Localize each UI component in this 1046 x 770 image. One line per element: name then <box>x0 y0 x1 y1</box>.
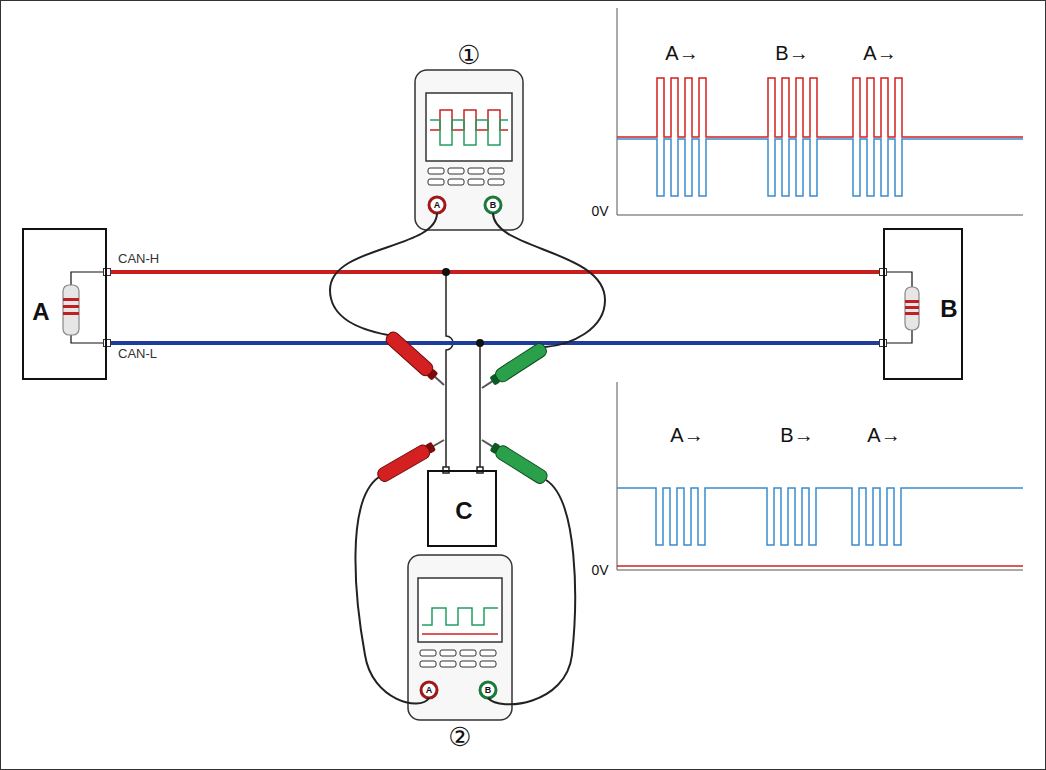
probe <box>478 434 549 486</box>
signal-trace <box>617 488 1023 545</box>
branch-wire <box>443 272 483 473</box>
signal-trace <box>617 139 1023 196</box>
signal-label: B→ <box>775 43 808 63</box>
probe <box>376 434 448 484</box>
can-l-wire <box>107 341 883 345</box>
ecu-box: C <box>427 470 497 547</box>
oscilloscope <box>415 70 523 230</box>
can-l-wire <box>104 340 887 347</box>
jack-label: B <box>490 201 497 210</box>
resistor-symbol <box>63 272 107 343</box>
ecu-box: B <box>883 228 963 380</box>
oscilloscope: ① <box>415 70 523 230</box>
signal-label: A→ <box>670 425 703 445</box>
jack-label: B <box>485 686 492 695</box>
probe <box>478 341 549 394</box>
oscilloscope <box>408 555 512 720</box>
axis-label: 0V <box>591 563 608 577</box>
signal-label: B→ <box>780 425 813 445</box>
signal-label: A→ <box>863 43 896 63</box>
terminal <box>104 340 111 347</box>
signal-trace <box>617 78 1023 137</box>
junction-dot <box>442 268 484 347</box>
node-label: ② <box>448 724 471 750</box>
probe <box>384 330 449 391</box>
can-l-trace <box>617 565 1023 567</box>
node-label: ① <box>457 42 480 68</box>
oscilloscope: ② <box>408 555 512 720</box>
resistor-symbol <box>883 272 919 343</box>
can-h-wire <box>107 270 883 274</box>
waveform-panel <box>617 8 1023 570</box>
node-label: A <box>32 300 49 324</box>
wire-label: CAN-H <box>118 252 159 265</box>
node-label: C <box>455 499 472 523</box>
jack-label: A <box>434 201 441 210</box>
probe-cable <box>330 213 605 704</box>
node-label: B <box>940 297 957 321</box>
waveform-traces <box>617 78 1023 545</box>
can-h-wire <box>104 269 887 276</box>
jack-label: A <box>426 686 433 695</box>
terminal <box>104 269 111 276</box>
signal-label: A→ <box>665 43 698 63</box>
wire-label: CAN-L <box>118 347 157 360</box>
ecu-box: A <box>22 228 107 380</box>
axis-label: 0V <box>591 204 608 218</box>
signal-label: A→ <box>867 425 900 445</box>
